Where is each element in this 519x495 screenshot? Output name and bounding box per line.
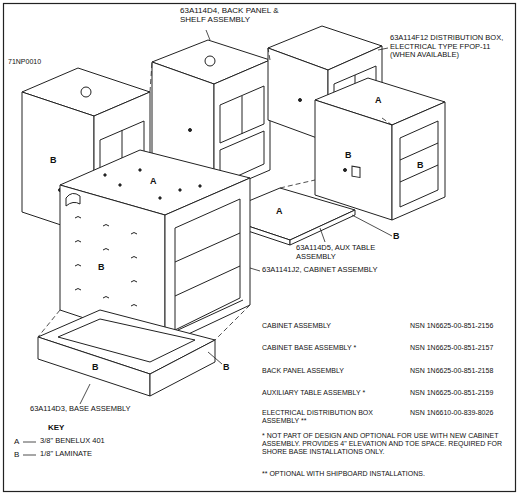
material-letter: B <box>223 362 230 372</box>
table-cell: CABINET BASE ASSEMBLY * <box>262 344 410 352</box>
part-callout: 63A114D4, BACK PANEL & SHELF ASSEMBLY <box>180 6 298 24</box>
part-callout: 63A114D3, BASE ASSEMBLY <box>30 405 190 414</box>
hole-mark <box>103 249 109 251</box>
hole-mark <box>75 241 81 243</box>
hole-mark <box>131 233 137 235</box>
material-letter: A <box>150 176 157 186</box>
figure-number: 71NP0010 <box>8 58 68 66</box>
hole-mark <box>131 257 137 259</box>
note: * NOT PART OF DESIGN AND OPTIONAL FOR US… <box>262 432 514 456</box>
table-cell: NSN 1N6625-00-851-2158 <box>410 367 516 375</box>
table-cell: AUXILIARY TABLE ASSEMBLY * <box>262 389 410 397</box>
material-letter: B <box>98 262 105 272</box>
table-cell: NSN 1N6610-00-839-8026 <box>410 409 516 417</box>
material-letter: A <box>375 95 382 105</box>
material-letter: B <box>393 231 400 241</box>
part-callout: 63A1141J2, CABINET ASSEMBLY <box>262 266 437 275</box>
material-letter: A <box>276 206 283 216</box>
hole-mark <box>75 265 81 267</box>
part-callout: 63A114D5, AUX TABLE ASSEMBLY <box>296 244 388 261</box>
legend-entry: 1/8" LAMINATE <box>40 450 240 459</box>
legend-entry: 3/8" BENELUX 401 <box>40 437 240 446</box>
note: ** OPTIONAL WITH SHIPBOARD INSTALLATIONS… <box>262 470 514 478</box>
material-letter: B <box>92 362 99 372</box>
hole-mark <box>131 281 137 283</box>
table-cell: NSN 1N6625-00-851-2156 <box>410 322 516 330</box>
hole-mark <box>103 297 109 299</box>
hole-mark <box>75 289 81 291</box>
table-cell: BACK PANEL ASSEMBLY <box>262 367 410 375</box>
part-callout: 63A114F12 DISTRIBUTION BOX, ELECTRICAL T… <box>390 34 515 60</box>
table-cell: NSN 1N6625-00-851-2159 <box>410 389 516 397</box>
hole-mark <box>75 217 81 219</box>
material-letter: B <box>345 150 352 160</box>
hole-mark <box>131 305 137 307</box>
key-heading: KEY <box>48 423 88 432</box>
material-letter: B <box>50 155 57 165</box>
material-letter: B <box>417 160 424 170</box>
table-cell: ELECTRICAL DISTRIBUTION BOX ASSEMBLY ** <box>262 409 410 425</box>
key-letter: A <box>14 437 24 446</box>
hole-mark <box>103 225 109 227</box>
table-cell: NSN 1N6625-00-851-2157 <box>410 344 516 352</box>
table-cell: CABINET ASSEMBLY <box>262 322 410 330</box>
key-letter: B <box>14 450 24 459</box>
